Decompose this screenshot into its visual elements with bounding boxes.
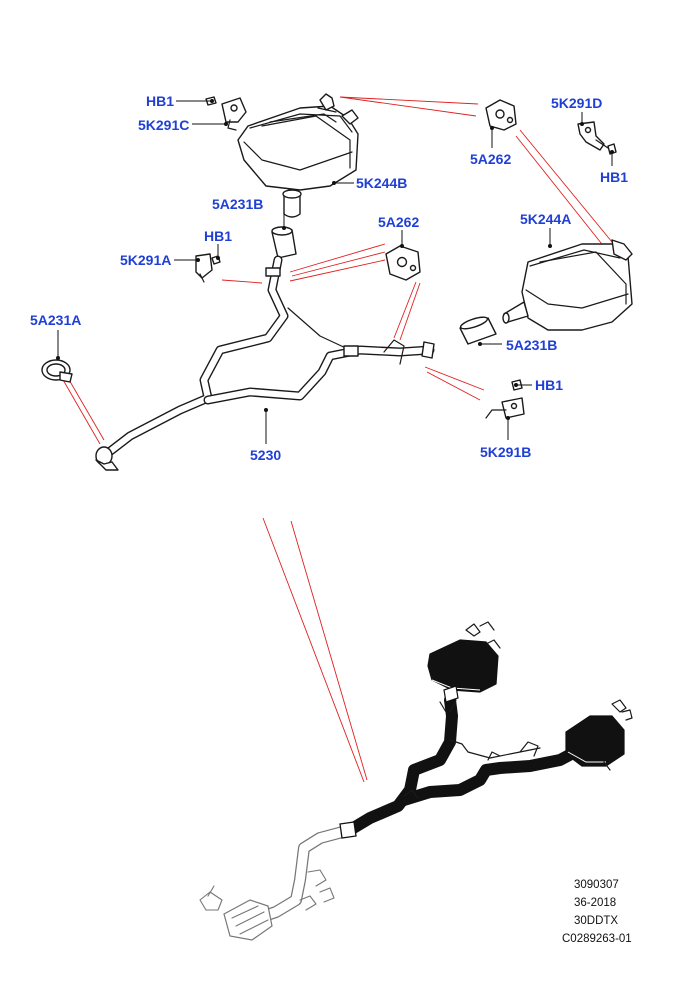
callout-5230: 5230 bbox=[250, 447, 281, 463]
bracket-5k291d bbox=[577, 121, 609, 151]
callout-5k291d: 5K291D bbox=[551, 95, 602, 111]
isolator-5a262-top bbox=[485, 99, 517, 131]
hanger-5k291c bbox=[221, 97, 247, 131]
reference-codes: 3090307 36-2018 30DDTX C0289263-01 bbox=[562, 879, 632, 945]
exhaust-pipe-5230 bbox=[95, 255, 435, 471]
reference-line-2: 36-2018 bbox=[574, 897, 616, 909]
sleeve-5a231b-right bbox=[459, 316, 497, 345]
callout-hb1: HB1 bbox=[204, 228, 232, 244]
reference-line-4: C0289263-01 bbox=[562, 933, 632, 945]
rear-silencer-5k244b bbox=[237, 93, 359, 218]
rear-silencer-5k244a bbox=[502, 239, 633, 331]
callout-5a231b: 5A231B bbox=[506, 337, 557, 353]
sleeve-5a231b-left bbox=[271, 226, 297, 259]
callout-5a262: 5A262 bbox=[470, 151, 511, 167]
callout-5k291c: 5K291C bbox=[138, 117, 189, 133]
callout-hb1: HB1 bbox=[600, 169, 628, 185]
isolator-5a262-center bbox=[385, 245, 421, 281]
hanger-5k291b bbox=[485, 397, 525, 419]
callout-labels: HB1 5K291C 5K244B 5A231B HB1 5K291A 5A26… bbox=[30, 93, 628, 463]
callout-hb1: HB1 bbox=[535, 377, 563, 393]
callout-5k244a: 5K244A bbox=[520, 211, 571, 227]
bolt-hb1-top-right bbox=[607, 143, 617, 155]
callout-5a231a: 5A231A bbox=[30, 312, 81, 328]
clamp-5a231a bbox=[41, 359, 73, 383]
callout-5k244b: 5K244B bbox=[356, 175, 407, 191]
reference-line-1: 3090307 bbox=[574, 879, 619, 891]
callout-5a231b: 5A231B bbox=[212, 196, 263, 212]
callout-5k291a: 5K291A bbox=[120, 252, 171, 268]
callout-hb1: HB1 bbox=[146, 93, 174, 109]
red-pointer-lines bbox=[61, 96, 613, 783]
leader-lines bbox=[56, 99, 614, 444]
reference-line-3: 30DDTX bbox=[574, 915, 618, 927]
system-overview bbox=[199, 621, 633, 941]
callout-5k291b: 5K291B bbox=[480, 444, 531, 460]
callout-5a262: 5A262 bbox=[378, 214, 419, 230]
